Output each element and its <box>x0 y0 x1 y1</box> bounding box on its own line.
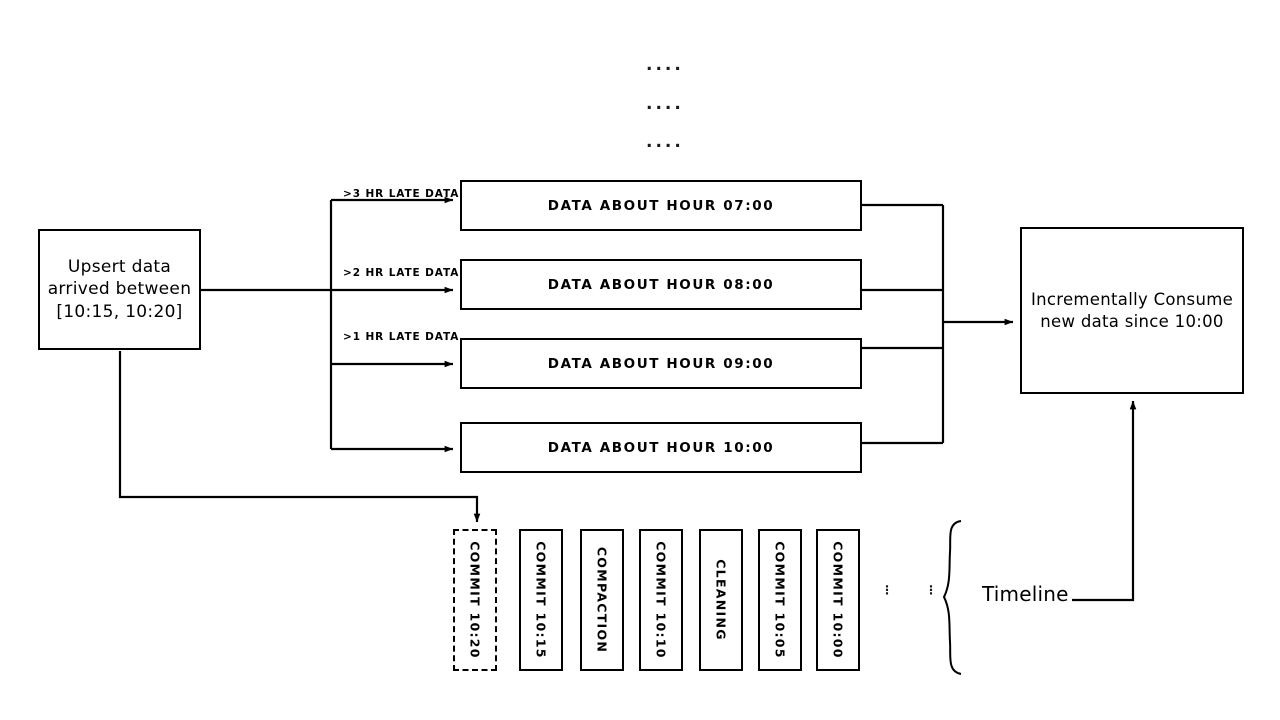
timeline-commit-chip-10-10[interactable]: COMMIT 10:10 <box>639 529 683 671</box>
upsert-line-3: [10:15, 10:20] <box>56 301 183 322</box>
hour-partition-label: DATA ABOUT HOUR 07:00 <box>547 197 775 214</box>
timeline-commit-chip-10-15[interactable]: COMMIT 10:15 <box>519 529 563 671</box>
timeline-commit-chip-label: COMPACTION <box>594 546 610 654</box>
timeline-commit-chip-label: COMMIT 10:15 <box>533 541 549 659</box>
upsert-data-node[interactable]: Upsert data arrived between [10:15, 10:2… <box>38 229 201 350</box>
incremental-consume-node[interactable]: Incrementally Consume new data since 10:… <box>1020 227 1244 394</box>
timeline-ellipsis-column-2: ⋮ <box>925 583 937 597</box>
timeline-cleaning-chip[interactable]: CLEANING <box>699 529 743 671</box>
top-ellipsis-row-1: .... <box>646 55 684 75</box>
timeline-commit-chip-label: COMMIT 10:00 <box>830 541 846 659</box>
timeline-commit-chip-10-20[interactable]: COMMIT 10:20 <box>453 529 497 671</box>
timeline-commit-chip-10-05[interactable]: COMMIT 10:05 <box>758 529 802 671</box>
branch-label-3hr-late: >3 HR LATE DATA <box>343 188 460 200</box>
timeline-commit-chip-10-00[interactable]: COMMIT 10:00 <box>816 529 860 671</box>
hour-partition-node-10[interactable]: DATA ABOUT HOUR 10:00 <box>460 422 862 473</box>
hour-partition-node-07[interactable]: DATA ABOUT HOUR 07:00 <box>460 180 862 231</box>
hour-partition-label: DATA ABOUT HOUR 09:00 <box>547 355 775 372</box>
hour-partition-node-09[interactable]: DATA ABOUT HOUR 09:00 <box>460 338 862 389</box>
timeline-brace <box>942 520 962 675</box>
timeline-commit-chip-label: COMMIT 10:20 <box>467 541 483 659</box>
top-ellipsis-row-3: .... <box>646 132 684 152</box>
edge-timeline-to-consume <box>1072 400 1137 602</box>
upsert-line-2: arrived between <box>47 279 192 300</box>
consume-line-2: new data since 10:00 <box>1040 311 1224 331</box>
timeline-commit-chip-label: COMMIT 10:10 <box>653 541 669 659</box>
consume-line-1: Incrementally Consume <box>1030 289 1234 309</box>
branch-label-2hr-late: >2 HR LATE DATA <box>343 267 460 279</box>
hour-partition-label: DATA ABOUT HOUR 08:00 <box>547 276 775 293</box>
timeline-compaction-chip[interactable]: COMPACTION <box>580 529 624 671</box>
timeline-ellipsis-column-1: ⋮ <box>881 583 893 597</box>
upsert-line-1: Upsert data <box>67 256 172 277</box>
timeline-commit-chip-label: COMMIT 10:05 <box>772 541 788 659</box>
hour-partition-node-08[interactable]: DATA ABOUT HOUR 08:00 <box>460 259 862 310</box>
timeline-label: Timeline <box>982 582 1069 606</box>
timeline-commit-chip-label: CLEANING <box>713 559 729 641</box>
branch-label-1hr-late: >1 HR LATE DATA <box>343 331 460 343</box>
incremental-consume-label: Incrementally Consume new data since 10:… <box>1031 289 1233 333</box>
hour-partition-label: DATA ABOUT HOUR 10:00 <box>547 439 775 456</box>
top-ellipsis-row-2: .... <box>646 94 684 114</box>
edge-source-to-timeline <box>118 351 481 523</box>
upsert-data-node-label: Upsert data arrived between [10:15, 10:2… <box>48 256 192 323</box>
